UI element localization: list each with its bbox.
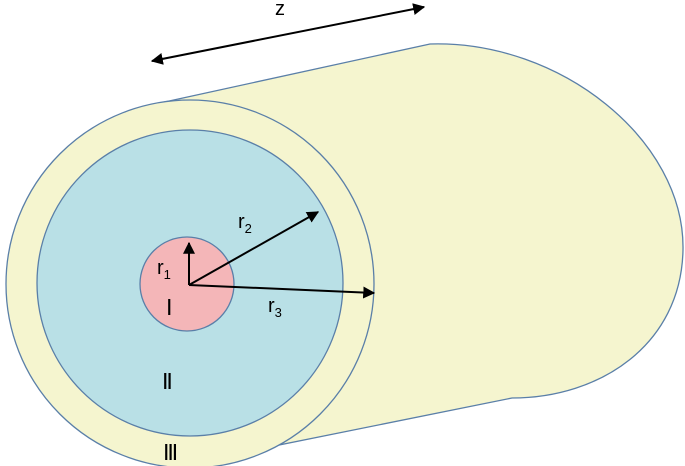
r2-label: r2 bbox=[238, 211, 252, 236]
core-region bbox=[139, 236, 235, 332]
r1-label: r1 bbox=[157, 257, 171, 282]
r2-arrow bbox=[188, 211, 320, 286]
z-axis-label: z bbox=[275, 0, 285, 20]
region-1-label: Ⅰ bbox=[166, 295, 173, 320]
r3-label: r3 bbox=[268, 295, 282, 320]
region-3-label: Ⅲ bbox=[163, 440, 178, 465]
z-axis-arrow bbox=[150, 3, 426, 65]
region-2-label: Ⅱ bbox=[162, 369, 173, 394]
r3-arrow bbox=[188, 284, 376, 299]
